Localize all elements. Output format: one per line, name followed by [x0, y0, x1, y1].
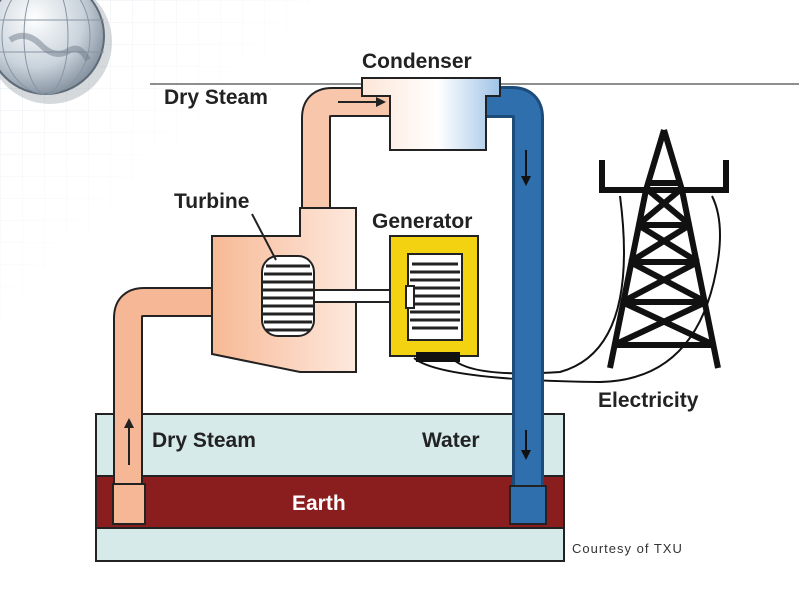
generator-base	[416, 352, 460, 362]
electricity-label: Electricity	[598, 389, 699, 412]
condenser	[361, 77, 501, 151]
dry-steam-top-label: Dry Steam	[164, 86, 268, 109]
generator-label: Generator	[372, 210, 472, 233]
turbine-rotor-icon	[261, 255, 315, 337]
turbine-pointer	[251, 213, 277, 261]
power-tower-icon	[599, 129, 729, 369]
globe-logo-icon	[0, 0, 112, 104]
water-pipe	[470, 86, 547, 525]
credit-label: Courtesy of TXU	[572, 541, 683, 556]
dry-steam-ground-label: Dry Steam	[152, 429, 256, 452]
steam-pipe-top	[301, 87, 392, 240]
generator	[389, 235, 479, 362]
electricity-wires	[413, 195, 721, 384]
ground	[95, 413, 565, 562]
water-label: Water	[422, 429, 480, 452]
ground-base-layer	[95, 527, 565, 562]
turbine-label: Turbine	[174, 190, 249, 213]
generator-rotor-icon	[410, 262, 460, 330]
steam-pipe-left	[112, 287, 220, 525]
condenser-label: Condenser	[362, 50, 472, 73]
earth-label: Earth	[292, 492, 346, 515]
